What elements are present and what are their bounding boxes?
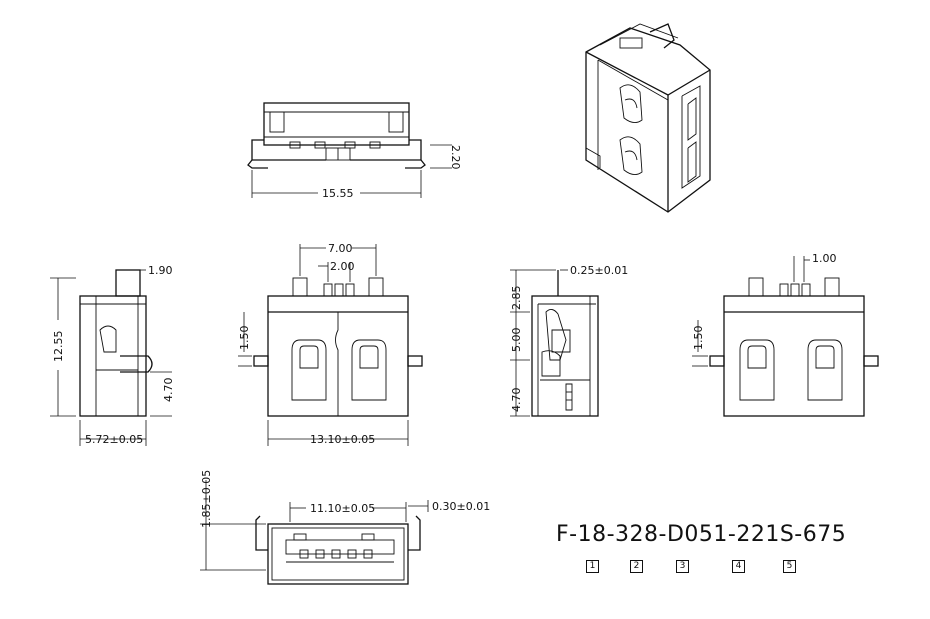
dim-rear-offset: 1.50 [692, 326, 705, 351]
dim-section-top: 2.85 [510, 286, 523, 311]
dim-shell-thick: 0.30±0.01 [432, 500, 490, 513]
top-view: 15.55 2.20 [247, 102, 462, 200]
dim-section-bottom: 4.70 [510, 388, 523, 413]
dim-mouth-height: 1.85±0.05 [200, 470, 213, 528]
dim-top-width: 15.55 [322, 187, 354, 200]
dim-side-tab: 1.90 [148, 264, 173, 277]
dim-rear-pitch: 1.00 [812, 252, 837, 265]
isometric-view [585, 23, 711, 213]
dim-front-offset: 1.50 [238, 326, 251, 351]
side-view: 12.55 1.90 4.70 5.72±0.05 [50, 264, 175, 446]
mouth-view: 11.10±0.05 1.85±0.05 0.30±0.01 [200, 470, 490, 585]
part-segment-1: 1 [586, 560, 599, 573]
rear-view: 1.00 1.50 [692, 252, 879, 417]
part-segment-2: 2 [630, 560, 643, 573]
dim-section-thick: 0.25±0.01 [570, 264, 628, 277]
dim-front-width: 13.10±0.05 [310, 433, 375, 446]
part-number: F-18-328-D051-221S-675 [556, 522, 847, 547]
section-view: 2.85 5.00 4.70 0.25±0.01 [510, 264, 628, 417]
dim-section-mid: 5.00 [510, 328, 523, 353]
dim-pin-outer: 7.00 [328, 242, 353, 255]
dim-side-depth: 5.72±0.05 [85, 433, 143, 446]
part-segment-5: 5 [783, 560, 796, 573]
front-view: 7.00 2.00 1.50 13.10±0.05 [238, 242, 423, 446]
part-segment-3: 3 [676, 560, 689, 573]
dim-side-height: 12.55 [52, 331, 65, 363]
dim-top-height: 2.20 [449, 145, 462, 170]
part-segment-4: 4 [732, 560, 745, 573]
dim-mouth-width: 11.10±0.05 [310, 502, 375, 515]
dim-side-mid: 4.70 [162, 378, 175, 403]
dim-pin-inner: 2.00 [330, 260, 355, 273]
